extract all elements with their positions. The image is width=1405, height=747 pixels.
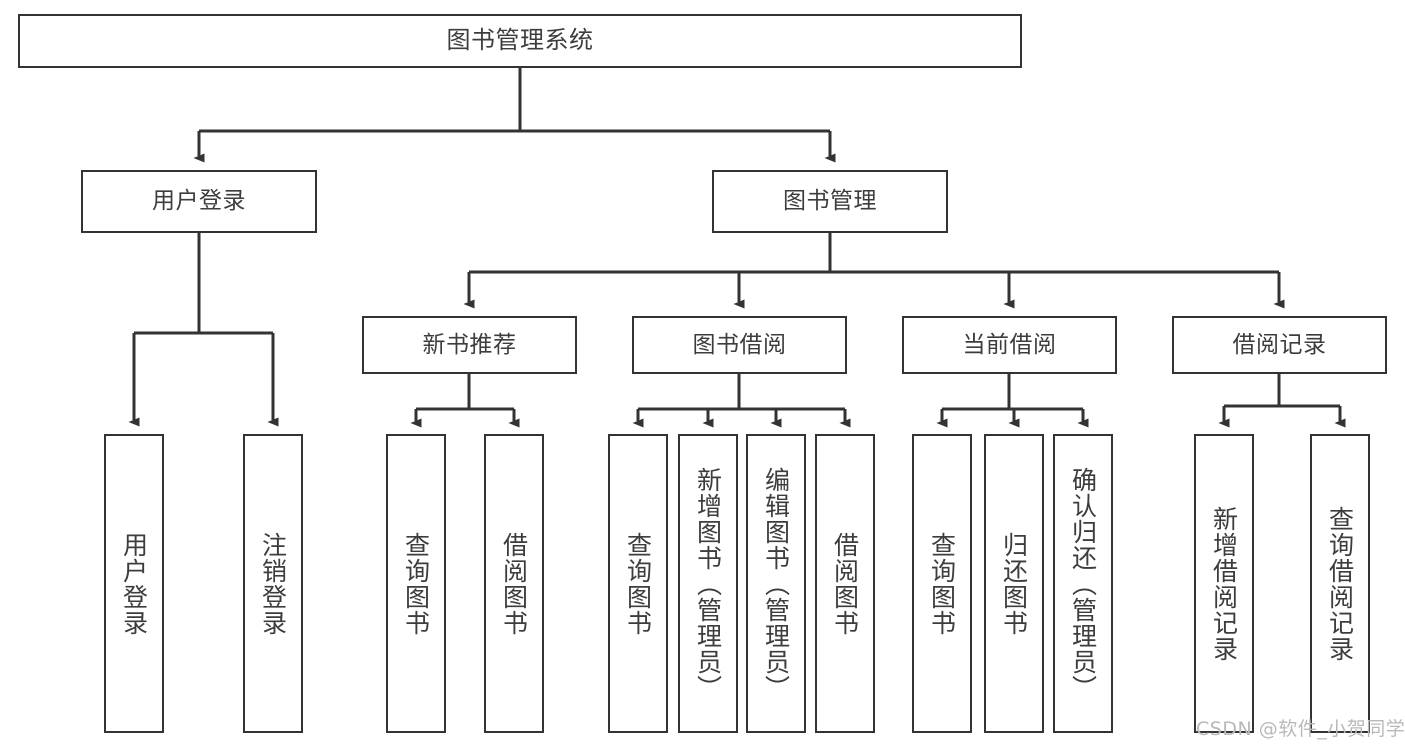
node-book-borrow-label: 图书借阅	[692, 331, 787, 358]
node-leaf-add-book-label: 新增图书（管理员）	[693, 466, 723, 701]
node-borrow-record-label: 借阅记录	[1232, 331, 1327, 358]
node-book-manage[interactable]: 图书管理	[712, 170, 948, 233]
node-leaf-query-book-3[interactable]: 查询图书	[912, 434, 972, 733]
node-leaf-query-book-1[interactable]: 查询图书	[386, 434, 446, 733]
node-leaf-user-logout-label: 注销登录	[258, 531, 288, 636]
node-leaf-add-book[interactable]: 新增图书（管理员）	[678, 434, 738, 733]
node-leaf-confirm-return-label: 确认归还（管理员）	[1068, 466, 1098, 701]
node-root-label: 图书管理系统	[446, 26, 594, 55]
node-user-login-label: 用户登录	[152, 188, 246, 215]
node-leaf-query-book-3-label: 查询图书	[927, 531, 957, 636]
node-leaf-edit-book[interactable]: 编辑图书（管理员）	[746, 434, 806, 733]
node-leaf-query-book-1-label: 查询图书	[401, 531, 431, 636]
node-leaf-query-record[interactable]: 查询借阅记录	[1310, 434, 1370, 733]
node-user-login[interactable]: 用户登录	[81, 170, 317, 233]
watermark: CSDN @软件_小贺同学	[1196, 714, 1405, 741]
node-leaf-user-logout[interactable]: 注销登录	[243, 434, 303, 733]
node-leaf-borrow-book-2-label: 借阅图书	[830, 531, 860, 636]
node-new-book-recommend-label: 新书推荐	[422, 331, 517, 358]
node-current-borrow-label: 当前借阅	[962, 331, 1057, 358]
watermark-text: CSDN @软件_小贺同学	[1196, 718, 1405, 740]
node-leaf-borrow-book-1-label: 借阅图书	[499, 531, 529, 636]
node-new-book-recommend[interactable]: 新书推荐	[362, 316, 577, 374]
node-leaf-query-book-2[interactable]: 查询图书	[608, 434, 668, 733]
node-borrow-record[interactable]: 借阅记录	[1172, 316, 1387, 374]
node-leaf-edit-book-label: 编辑图书（管理员）	[761, 466, 791, 701]
node-leaf-add-record[interactable]: 新增借阅记录	[1194, 434, 1254, 733]
node-leaf-return-book[interactable]: 归还图书	[984, 434, 1044, 733]
node-book-manage-label: 图书管理	[783, 188, 877, 215]
node-leaf-borrow-book-1[interactable]: 借阅图书	[484, 434, 544, 733]
node-book-borrow[interactable]: 图书借阅	[632, 316, 847, 374]
node-root[interactable]: 图书管理系统	[18, 14, 1022, 68]
node-leaf-user-login[interactable]: 用户登录	[104, 434, 164, 733]
node-leaf-query-book-2-label: 查询图书	[623, 531, 653, 636]
node-leaf-confirm-return[interactable]: 确认归还（管理员）	[1053, 434, 1113, 733]
node-current-borrow[interactable]: 当前借阅	[902, 316, 1117, 374]
node-leaf-borrow-book-2[interactable]: 借阅图书	[815, 434, 875, 733]
node-leaf-query-record-label: 查询借阅记录	[1325, 505, 1355, 662]
node-leaf-return-book-label: 归还图书	[999, 531, 1029, 636]
node-leaf-add-record-label: 新增借阅记录	[1209, 505, 1239, 662]
node-leaf-user-login-label: 用户登录	[119, 531, 149, 636]
